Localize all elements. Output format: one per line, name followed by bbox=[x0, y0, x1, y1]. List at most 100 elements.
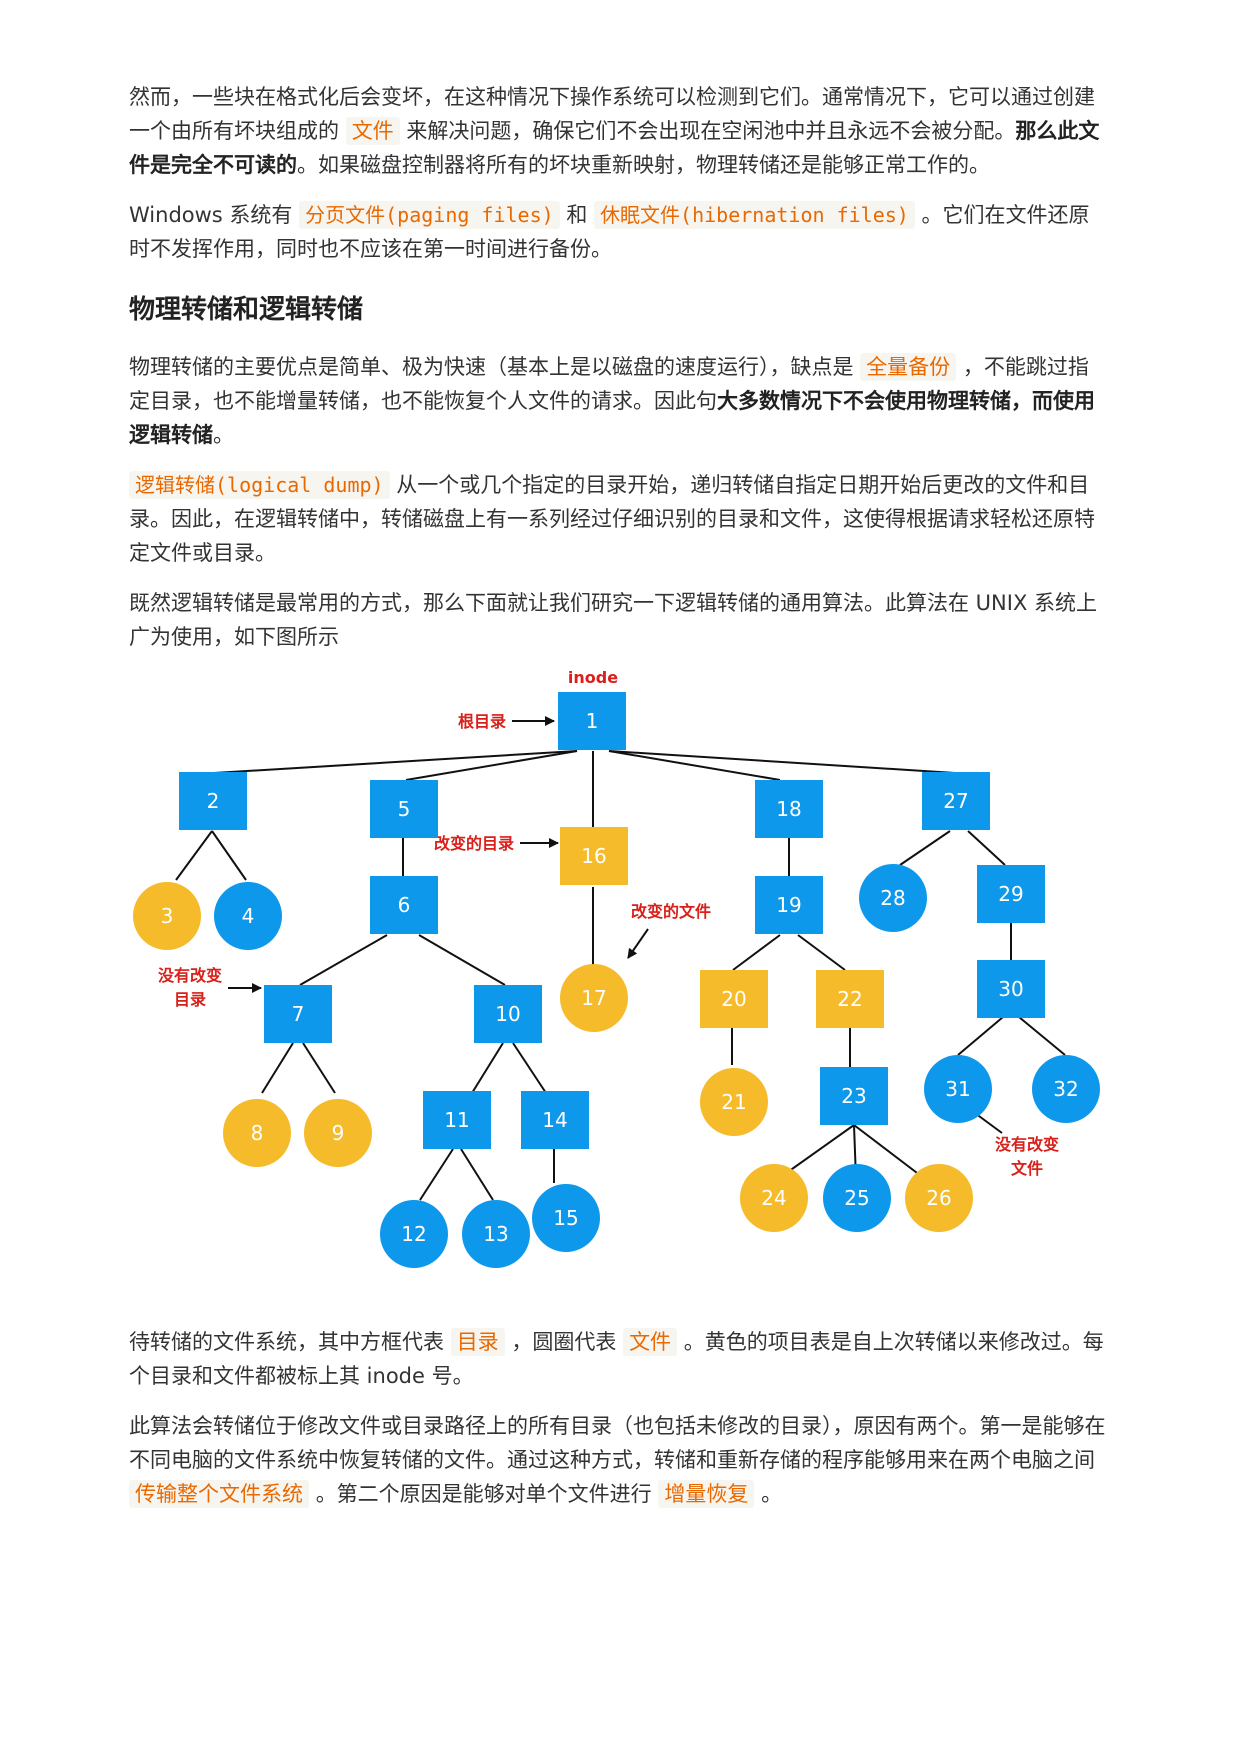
node-number: 22 bbox=[837, 987, 862, 1011]
text: 待转储的文件系统，其中方框代表 bbox=[129, 1330, 444, 1354]
edge bbox=[175, 830, 213, 881]
text: 和 bbox=[566, 203, 588, 227]
file-node-8: 8 bbox=[223, 1099, 291, 1167]
node-number: 24 bbox=[761, 1186, 786, 1210]
file-node-26: 26 bbox=[905, 1164, 973, 1232]
file-node-25: 25 bbox=[823, 1164, 891, 1232]
dir-node-16: 16 bbox=[560, 827, 628, 885]
paragraph-physical-dump: 物理转储的主要优点是简单、极为快速（基本上是以磁盘的速度运行），缺点是 全量备份… bbox=[129, 350, 1109, 452]
edge bbox=[608, 750, 956, 774]
node-number: 11 bbox=[444, 1108, 469, 1132]
node-number: 16 bbox=[581, 844, 606, 868]
paragraph-logical-dump: 逻辑转储(logical dump) 从一个或几个指定的目录开始，递归转储自指定… bbox=[129, 468, 1109, 570]
changed-dir-label: 改变的目录 bbox=[434, 834, 514, 853]
bold-text: 那么此文件是完全不可读的 bbox=[129, 119, 1100, 177]
inline-highlight: 全量备份 bbox=[860, 353, 957, 381]
inline-code: 休眠文件(hibernation files) bbox=[594, 201, 915, 229]
node-number: 26 bbox=[926, 1186, 951, 1210]
node-number: 31 bbox=[945, 1077, 970, 1101]
section-heading: 物理转储和逻辑转储 bbox=[129, 295, 364, 325]
node-number: 3 bbox=[161, 904, 174, 928]
edge bbox=[261, 1042, 294, 1094]
node-number: 15 bbox=[553, 1206, 578, 1230]
dir-node-14: 14 bbox=[521, 1091, 589, 1149]
file-node-24: 24 bbox=[740, 1164, 808, 1232]
changed-file-label: 改变的文件 bbox=[631, 902, 711, 921]
dir-node-5: 5 bbox=[370, 780, 438, 838]
file-system-tree-diagram: inode 根目录 改变的目录 改变的文件 没有改变 目录 没有改变 文件 1 … bbox=[0, 665, 1240, 1315]
node-number: 19 bbox=[776, 893, 801, 917]
file-node-9: 9 bbox=[304, 1099, 372, 1167]
file-node-32: 32 bbox=[1032, 1055, 1100, 1123]
file-node-15: 15 bbox=[532, 1184, 600, 1252]
node-number: 6 bbox=[398, 893, 411, 917]
edge bbox=[512, 1042, 547, 1094]
edge bbox=[302, 1042, 336, 1094]
dir-node-29: 29 bbox=[977, 865, 1045, 923]
dir-node-30: 30 bbox=[977, 960, 1045, 1018]
node-number: 28 bbox=[880, 886, 905, 910]
edge bbox=[419, 1148, 454, 1201]
inline-highlight: 文件 bbox=[623, 1328, 678, 1356]
node-number: 32 bbox=[1053, 1077, 1078, 1101]
edge bbox=[460, 1148, 494, 1201]
node-number: 13 bbox=[483, 1222, 508, 1246]
text: 此算法会转储位于修改文件或目录路径上的所有目录（也包括未修改的目录），原因有两个… bbox=[129, 1414, 1106, 1472]
inode-label: inode bbox=[568, 668, 618, 687]
file-node-12: 12 bbox=[380, 1200, 448, 1268]
node-number: 27 bbox=[943, 789, 968, 813]
article-body: 然而，一些块在格式化后会变坏，在这种情况下操作系统可以检测到它们。通常情况下，它… bbox=[129, 80, 1109, 654]
text: 来解决问题，确保它们不会出现在空闲池中并且永远不会被分配。 bbox=[406, 119, 1016, 143]
dir-node-19: 19 bbox=[755, 876, 823, 934]
text: 物理转储的主要优点是简单、极为快速（基本上是以磁盘的速度运行），缺点是 bbox=[129, 355, 854, 379]
text: 。如果磁盘控制器将所有的坏块重新映射，物理转储还是能够正常工作的。 bbox=[297, 153, 990, 177]
tree-edges bbox=[175, 750, 1066, 1201]
inline-highlight: 传输整个文件系统 bbox=[129, 1480, 309, 1508]
node-number: 30 bbox=[998, 977, 1023, 1001]
edge bbox=[853, 1124, 926, 1180]
node-number: 4 bbox=[242, 904, 255, 928]
edge bbox=[213, 750, 578, 774]
node-number: 23 bbox=[841, 1084, 866, 1108]
bold-text: 大多数情况下不会使用物理转储，而使用逻辑转储 bbox=[129, 389, 1095, 447]
text: ，圆圈代表 bbox=[511, 1330, 617, 1354]
file-node-21: 21 bbox=[700, 1068, 768, 1136]
inline-highlight: 目录 bbox=[450, 1328, 505, 1356]
paragraph-legend: 待转储的文件系统，其中方框代表 目录 ，圆圈代表 文件 。黄色的项目表是自上次转… bbox=[129, 1325, 1109, 1393]
paragraph-windows: Windows 系统有 分页文件(paging files) 和 休眠文件(hi… bbox=[129, 198, 1109, 266]
edge bbox=[967, 830, 1006, 866]
edge bbox=[299, 934, 388, 986]
file-nodes: 3 4 17 28 8 9 21 31 32 12 13 15 24 25 26 bbox=[133, 864, 1100, 1268]
unchanged-dir-label-2: 目录 bbox=[174, 990, 206, 1009]
tree-svg: inode 根目录 改变的目录 改变的文件 没有改变 目录 没有改变 文件 1 … bbox=[133, 668, 1100, 1268]
paragraph-bad-blocks: 然而，一些块在格式化后会变坏，在这种情况下操作系统可以检测到它们。通常情况下，它… bbox=[129, 80, 1109, 182]
text: ，不能跳过指定目录，也不能增量转储，也不能恢复个人文件的请求。因此句 bbox=[129, 355, 1089, 413]
node-number: 29 bbox=[998, 882, 1023, 906]
article-body-continued: 待转储的文件系统，其中方框代表 目录 ，圆圈代表 文件 。黄色的项目表是自上次转… bbox=[129, 1325, 1109, 1511]
node-number: 18 bbox=[776, 797, 801, 821]
dir-node-6: 6 bbox=[370, 876, 438, 934]
node-number: 25 bbox=[844, 1186, 869, 1210]
text: 。黄色的项目表是自上次转储以来修改过。每个目录和文件都被标上其 inode 号。 bbox=[129, 1330, 1104, 1388]
text: 。第二个原因是能够对单个文件进行 bbox=[315, 1482, 652, 1506]
dir-node-10: 10 bbox=[474, 985, 542, 1043]
dir-node-20: 20 bbox=[700, 970, 768, 1028]
paragraph-dump-reasons: 此算法会转储位于修改文件或目录路径上的所有目录（也包括未修改的目录），原因有两个… bbox=[129, 1409, 1109, 1511]
node-number: 2 bbox=[207, 789, 220, 813]
edge bbox=[899, 830, 951, 866]
inline-highlight: 文件 bbox=[345, 117, 400, 145]
dir-node-23: 23 bbox=[820, 1067, 888, 1125]
text: 。 bbox=[213, 423, 234, 447]
node-number: 7 bbox=[292, 1002, 305, 1026]
unchanged-file-label-2: 文件 bbox=[1011, 1159, 1043, 1178]
inline-highlight: 增量恢复 bbox=[658, 1480, 755, 1508]
dir-node-22: 22 bbox=[816, 970, 884, 1028]
node-number: 10 bbox=[495, 1002, 520, 1026]
edge bbox=[418, 934, 506, 986]
edge bbox=[797, 934, 846, 971]
dir-node-27: 27 bbox=[922, 772, 990, 830]
text: 然而，一些块在格式化后会变坏，在这种情况下操作系统可以检测到它们。通常情况下，它… bbox=[129, 85, 1095, 143]
dir-node-1: 1 bbox=[558, 692, 626, 750]
edge bbox=[211, 830, 247, 881]
edge bbox=[608, 750, 781, 781]
